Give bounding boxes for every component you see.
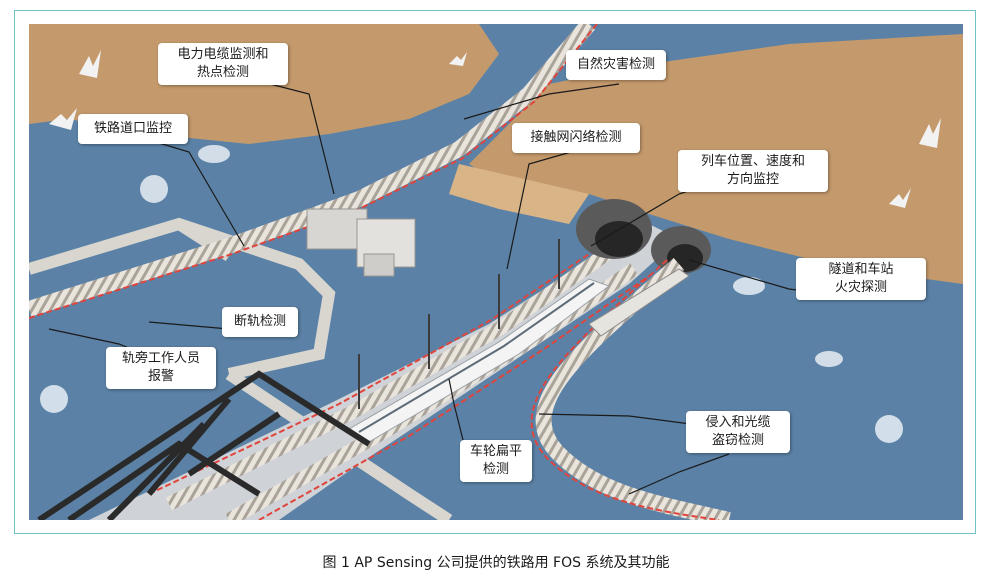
buildings bbox=[306, 208, 416, 277]
tunnel-main-mouth bbox=[595, 221, 643, 257]
callout-tunnel-fire: 隧道和车站 火灾探测 bbox=[796, 258, 926, 300]
train-window-stripe bbox=[358, 282, 595, 433]
freight-train bbox=[588, 268, 690, 337]
fiber-main-2 bbox=[258, 275, 650, 520]
callout-intrusion: 侵入和光缆 盗窃检测 bbox=[686, 411, 790, 453]
callout-rail-break: 断轨检测 bbox=[222, 307, 298, 337]
catenary-masts bbox=[358, 239, 560, 409]
callout-train-position: 列车位置、速度和 方向监控 bbox=[678, 150, 828, 192]
truss-bridge bbox=[37, 370, 371, 520]
railway-fos-illustration bbox=[29, 24, 963, 520]
callout-wheel-flat: 车轮扁平 检测 bbox=[460, 440, 532, 482]
callout-catenary: 接触网闪络检测 bbox=[512, 123, 640, 153]
decorations bbox=[40, 145, 903, 443]
callout-power-cable: 电力电缆监测和 热点检测 bbox=[158, 43, 288, 85]
callout-natural-disaster: 自然灾害检测 bbox=[566, 50, 666, 80]
fiber-main bbox=[148, 243, 605, 495]
main-track-1 bbox=[165, 246, 614, 511]
callout-crossing: 铁路道口监控 bbox=[78, 114, 188, 144]
figure-caption: 图 1 AP Sensing 公司提供的铁路用 FOS 系统及其功能 bbox=[322, 555, 670, 571]
callout-trackside-workers: 轨旁工作人员 报警 bbox=[106, 347, 216, 389]
fiber-upper-diagonal bbox=[29, 24, 598, 319]
land-bank bbox=[449, 164, 589, 224]
birds bbox=[49, 50, 941, 208]
track-upper-diagonal bbox=[29, 24, 596, 317]
